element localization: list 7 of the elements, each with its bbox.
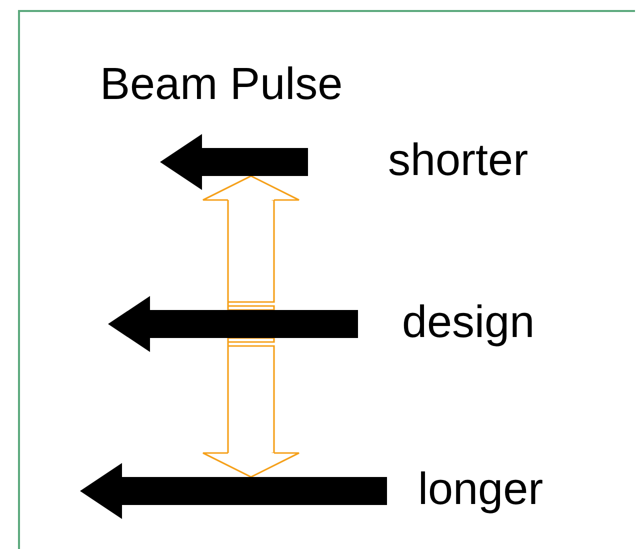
arrow-label: longer bbox=[418, 463, 544, 515]
arrow-label: shorter bbox=[388, 134, 528, 186]
arrow-label: design bbox=[402, 296, 535, 348]
pulse-arrow bbox=[80, 463, 387, 519]
title: Beam Pulse bbox=[100, 58, 343, 110]
pulse-arrow bbox=[160, 134, 308, 190]
pulse-arrow bbox=[108, 296, 358, 352]
